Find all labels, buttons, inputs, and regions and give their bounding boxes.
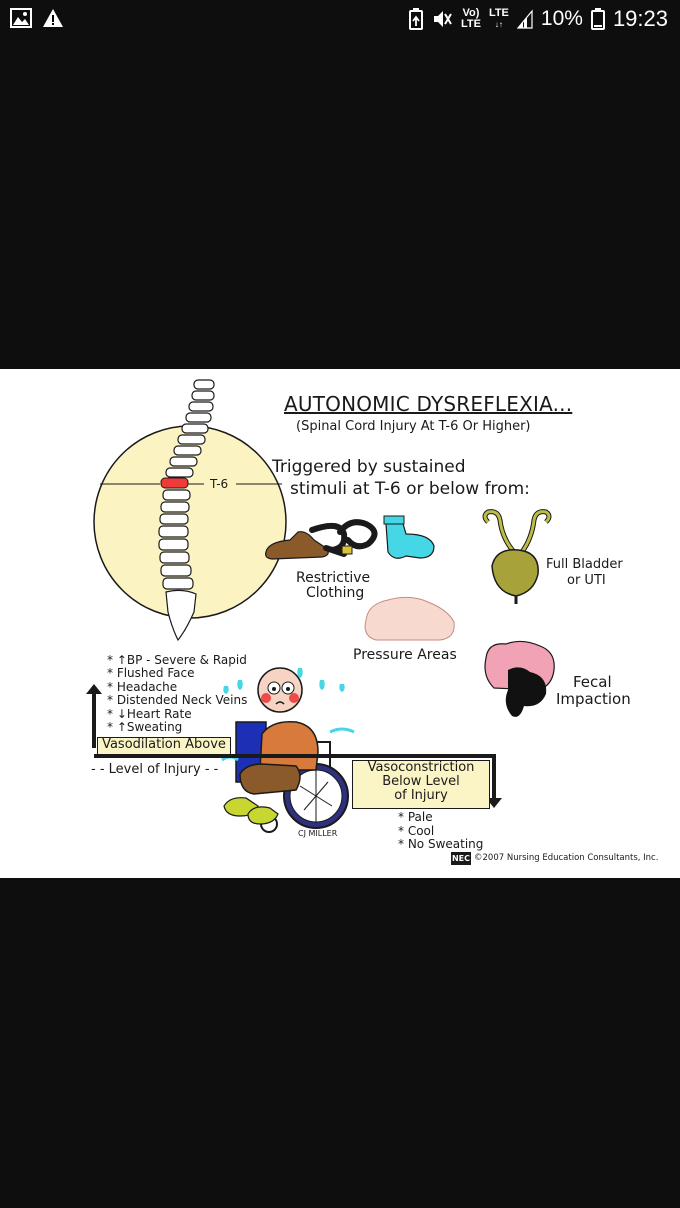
volte-icon: Vo) LTE — [461, 8, 481, 30]
symptom-item: * Cool — [398, 823, 435, 838]
volte-label-top: Vo) — [462, 7, 480, 19]
symptom-item: * Headache — [107, 679, 178, 694]
artist-signature: CJ MILLER — [298, 829, 338, 838]
pressure-area-illustration — [364, 596, 455, 641]
battery-icon — [590, 8, 605, 30]
symptom-item: * ↓Heart Rate — [107, 706, 192, 721]
full-bladder-label-1: Full Bladder — [546, 557, 623, 572]
diagram-title: AUTONOMIC DYSREFLEXIA... — [284, 392, 573, 416]
battery-saver-icon — [408, 8, 423, 30]
warning-icon — [43, 9, 63, 27]
wheelchair-person-illustration — [221, 667, 355, 833]
t6-injury-highlight — [160, 477, 189, 489]
vasodilation-box: Vasodilation Above — [97, 737, 231, 755]
symptom-item: * Distended Neck Veins — [107, 693, 248, 708]
status-bar: Vo) LTE LTE ↓↑ 10% 19:23 — [0, 0, 680, 40]
nec-logo: NEC — [451, 852, 471, 865]
shoe-illustration — [265, 531, 329, 560]
symptom-item: * Pale — [398, 810, 433, 824]
image-viewer[interactable]: AUTONOMIC DYSREFLEXIA... (Spinal Cord In… — [0, 369, 680, 878]
restrictive-clothing-label-2: Clothing — [306, 585, 365, 601]
triggered-line-1: Triggered by sustained — [272, 457, 466, 477]
t6-label: T-6 — [210, 477, 229, 491]
mute-icon — [433, 11, 452, 27]
lte-icon: LTE ↓↑ — [488, 7, 509, 30]
diagram-subtitle: (Spinal Cord Injury At T-6 Or Higher) — [296, 419, 531, 434]
image-icon — [10, 8, 32, 28]
restrictive-clothing-label-1: Restrictive — [296, 570, 371, 586]
copyright-text: ©2007 Nursing Education Consultants, Inc… — [474, 853, 659, 863]
symptoms-below-list: * Pale * Cool * No Sweating — [398, 810, 484, 852]
signal-icon — [516, 9, 533, 29]
sock-illustration — [385, 519, 435, 559]
lte-label: LTE — [488, 7, 509, 19]
vasoconstriction-box: Vasoconstriction Below Level of Injury — [352, 760, 490, 809]
symptom-item: * No Sweating — [398, 837, 484, 851]
full-bladder-label-2: or UTI — [567, 573, 606, 588]
symptoms-above-list: * ↑BP - Severe & Rapid * Flushed Face * … — [107, 653, 248, 735]
level-of-injury-label: - - Level of Injury - - — [91, 762, 219, 777]
fecal-impaction-label-2: Impaction — [556, 690, 631, 708]
pressure-areas-label: Pressure Areas — [353, 647, 457, 663]
symptom-item: * ↑BP - Severe & Rapid — [107, 653, 247, 667]
clock: 19:23 — [612, 6, 668, 31]
fecal-impaction-label-1: Fecal — [573, 673, 612, 691]
vasoconstriction-line-2: Below Level — [382, 774, 460, 789]
intestine-illustration — [484, 640, 555, 717]
vasoconstriction-line-1: Vasoconstriction — [367, 760, 475, 775]
triggered-line-2: stimuli at T-6 or below from: — [290, 479, 530, 499]
dysreflexia-illustration — [86, 379, 555, 833]
vasoconstriction-line-3: of Injury — [394, 788, 448, 803]
symptom-item: * ↑Sweating — [107, 720, 183, 735]
symptom-item: * Flushed Face — [107, 666, 195, 681]
battery-percentage: 10% — [540, 7, 583, 30]
spine-illustration — [158, 379, 215, 642]
bladder-illustration — [482, 509, 552, 604]
volte-label-bottom: LTE — [460, 18, 481, 30]
belt-illustration — [309, 519, 378, 557]
vasoconstriction-arrow — [354, 754, 496, 800]
